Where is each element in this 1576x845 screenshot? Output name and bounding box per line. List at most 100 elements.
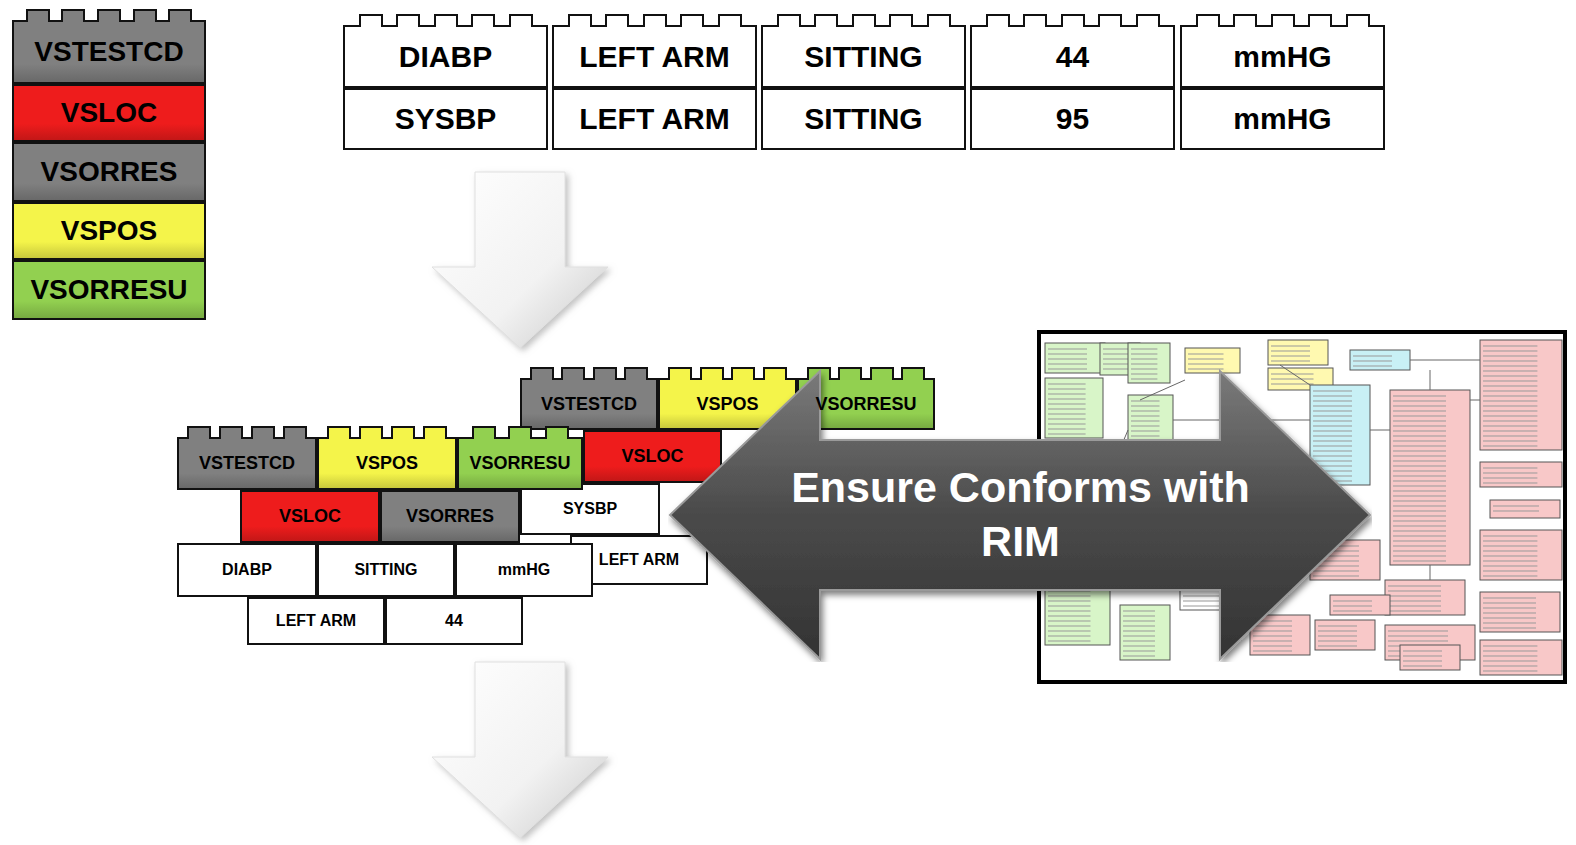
brick-stud xyxy=(870,367,894,380)
rim-attribute-line xyxy=(1313,411,1352,412)
rim-association xyxy=(1410,360,1480,361)
rim-attribute-line xyxy=(1318,646,1357,647)
rim-association xyxy=(1470,400,1480,401)
rim-attribute-line xyxy=(1131,379,1157,380)
rim-attribute-line xyxy=(1483,671,1537,672)
brick-label: 95 xyxy=(1056,103,1089,135)
rim-association xyxy=(1280,365,1310,385)
rim-class-box xyxy=(1390,390,1470,565)
rim-attribute-line xyxy=(1388,641,1448,642)
rim-class-box xyxy=(1385,580,1465,615)
rim-attribute-line xyxy=(1188,354,1224,355)
rim-class-box xyxy=(1480,462,1562,487)
rim-attribute-line xyxy=(1271,361,1310,362)
rim-attribute-line xyxy=(1048,626,1091,627)
rim-attribute-line xyxy=(1393,511,1446,512)
rim-attribute-line xyxy=(1483,613,1536,614)
rim-attribute-line xyxy=(1388,651,1448,652)
rim-attribute-line xyxy=(1483,371,1537,372)
rim-attribute-line xyxy=(1388,586,1441,587)
rim-class-box xyxy=(1128,343,1170,383)
lego-brick: mmHG xyxy=(1180,25,1385,88)
brick-label: DIABP xyxy=(399,41,492,73)
double-arrow: Ensure Conforms with RIM xyxy=(668,368,1372,662)
rim-attribute-line xyxy=(1493,511,1539,512)
brick-stud xyxy=(391,426,415,439)
rim-attribute-line xyxy=(1123,631,1155,632)
brick-label: VSPOS xyxy=(696,395,758,414)
lego-brick: SYSBP xyxy=(520,483,660,535)
rim-attribute-line xyxy=(1131,411,1160,412)
brick-stud xyxy=(986,14,1010,27)
rim-attribute-line xyxy=(1333,606,1372,607)
rim-attribute-line xyxy=(1393,396,1446,397)
brick-stud xyxy=(889,14,913,27)
rim-attribute-line xyxy=(1048,611,1091,612)
rim-attribute-line xyxy=(1483,666,1537,667)
rim-attribute-line xyxy=(1483,401,1537,402)
brick-stud xyxy=(593,367,617,380)
brick-label: DIABP xyxy=(222,562,272,579)
lego-brick: VSORRES xyxy=(12,142,206,202)
rim-attribute-line xyxy=(1388,656,1448,657)
rim-attribute-line xyxy=(1393,426,1446,427)
rim-attribute-line xyxy=(1483,651,1537,652)
brick-stud xyxy=(168,9,192,22)
rim-attribute-line xyxy=(1403,656,1442,657)
rim-attribute-line xyxy=(1123,616,1155,617)
rim-attribute-line xyxy=(1103,369,1128,370)
rim-attribute-line xyxy=(1131,406,1160,407)
brick-label: VSORRES xyxy=(41,157,178,186)
rim-attribute-line xyxy=(1403,661,1442,662)
rim-attribute-line xyxy=(1271,356,1310,357)
rim-attribute-line xyxy=(1393,561,1446,562)
lego-brick: VSPOS xyxy=(12,202,206,260)
brick-label: VSTESTCD xyxy=(199,454,295,473)
rim-attribute-line xyxy=(1048,404,1086,405)
rim-attribute-line xyxy=(1048,364,1087,365)
brick-stud xyxy=(359,426,383,439)
rim-attribute-line xyxy=(1483,386,1537,387)
brick-stud xyxy=(509,14,533,27)
rim-attribute-line xyxy=(1048,354,1087,355)
rim-attribute-line xyxy=(1103,354,1128,355)
rim-attribute-line xyxy=(1393,516,1446,517)
rim-class-box xyxy=(1268,340,1328,365)
rim-attribute-line xyxy=(1483,536,1537,537)
brick-label: LEFT ARM xyxy=(579,103,730,135)
rim-attribute-line xyxy=(1393,521,1446,522)
rim-class-box xyxy=(1120,605,1170,660)
brick-stud xyxy=(61,9,85,22)
rim-class-box xyxy=(1480,640,1562,675)
rim-attribute-line xyxy=(1393,466,1446,467)
rim-attribute-line xyxy=(1103,364,1128,365)
lego-brick: VSTESTCD xyxy=(12,20,206,84)
brick-stud xyxy=(718,14,742,27)
rim-attribute-line xyxy=(1313,451,1352,452)
rim-attribute-line xyxy=(1048,349,1087,350)
lego-brick: 95 xyxy=(970,88,1175,150)
rim-attribute-line xyxy=(1048,596,1091,597)
rim-class-box xyxy=(1350,350,1410,370)
brick-stud xyxy=(1136,14,1160,27)
rim-attribute-line xyxy=(1313,571,1359,572)
brick-stud xyxy=(927,14,951,27)
brick-label: mmHG xyxy=(498,562,550,579)
brick-label: LEFT ARM xyxy=(276,613,356,630)
rim-attribute-line xyxy=(1048,616,1091,617)
brick-stud xyxy=(680,14,704,27)
rim-attribute-line xyxy=(1048,389,1086,390)
rim-attribute-line xyxy=(1388,636,1448,637)
rim-attribute-line xyxy=(1483,478,1537,479)
lego-brick: LEFT ARM xyxy=(247,597,385,645)
brick-label: SITTING xyxy=(804,41,922,73)
rim-class-box xyxy=(1128,395,1173,445)
rim-attribute-line xyxy=(1483,661,1537,662)
lego-brick: LEFT ARM xyxy=(552,25,757,88)
rim-attribute-line xyxy=(1483,608,1536,609)
rim-attribute-line xyxy=(1388,596,1441,597)
rim-attribute-line xyxy=(1313,426,1352,427)
rim-attribute-line xyxy=(1483,598,1536,599)
rim-class-box xyxy=(1400,645,1460,670)
rim-attribute-line xyxy=(1271,351,1310,352)
